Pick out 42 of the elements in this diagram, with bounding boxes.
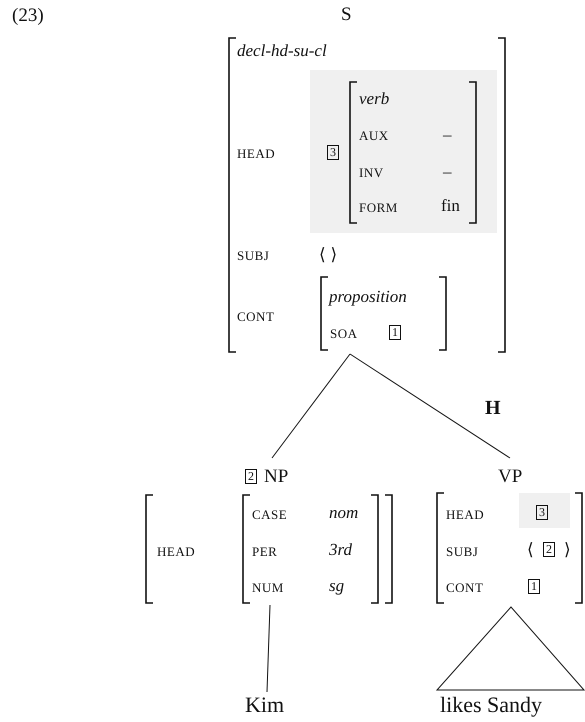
type-name: nom [329,503,358,523]
feature-value: fin [441,196,460,216]
tree-branch [350,354,510,458]
feature-name: HEAD [446,506,484,524]
feature-name: AUX [359,127,389,145]
feature-name: SOA [330,325,358,343]
feature-name: CONT [237,308,274,326]
category-label: NP [264,467,288,487]
feature-name: NUM [252,579,284,597]
type-name: proposition [329,287,407,307]
category-label: S [341,5,352,25]
tree-branch [272,354,350,458]
coindex-tag: 2 [245,469,257,484]
feature-name: INV [359,164,384,182]
feature-name: SUBJ [237,247,270,265]
coindex-tag: 3 [536,505,548,520]
type-name: 3rd [329,540,352,560]
example-number: (23) [12,6,44,26]
tree-branch [266,604,270,692]
feature-value: ⟨ [527,540,534,560]
feature-name: CASE [252,506,288,524]
coindex-tag: 1 [528,579,540,594]
type-name: sg [329,576,344,596]
category-label: VP [498,467,522,487]
type-name: decl-hd-su-cl [237,41,327,61]
word-label: likes Sandy [440,692,542,718]
type-name: verb [359,89,390,109]
coindex-tag: 3 [327,145,339,160]
feature-name: FORM [359,199,398,217]
triangle-branch [436,606,585,690]
feature-value: – [443,125,452,145]
feature-value: ⟨ ⟩ [319,245,338,265]
feature-value: – [443,162,452,182]
feature-name: SUBJ [446,543,478,561]
feature-name: HEAD [237,145,276,163]
word-label: Kim [245,692,284,718]
feature-name: PER [252,543,278,561]
coindex-tag: 2 [543,542,555,557]
coindex-tag: 1 [389,325,401,340]
feature-name: CONT [446,579,484,597]
feature-value: ⟩ [564,540,571,560]
feature-name: HEAD [157,543,196,561]
